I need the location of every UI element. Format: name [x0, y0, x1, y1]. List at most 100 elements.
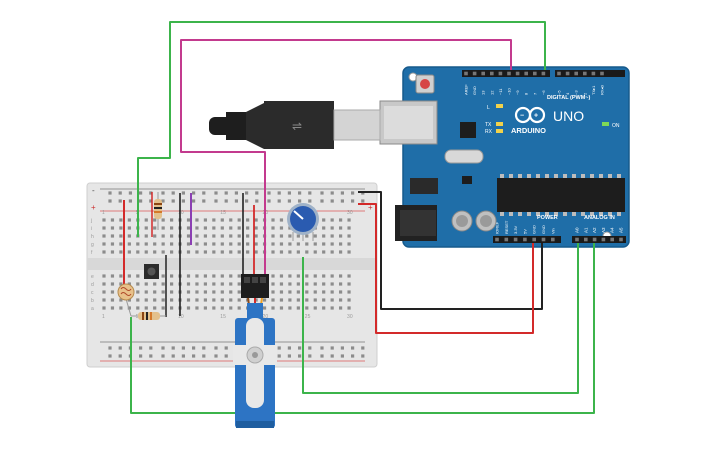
analog-pin-label: A2	[592, 227, 597, 233]
breadboard-hole	[322, 234, 326, 238]
breadboard-hole	[305, 290, 309, 294]
wire-green-top	[137, 21, 546, 237]
breadboard-hole	[170, 282, 174, 286]
rail-hole	[245, 199, 249, 203]
breadboard-hole	[110, 290, 115, 294]
breadboard-hole	[279, 290, 284, 294]
breadboard-hole	[254, 250, 258, 254]
breadboard-hole	[186, 274, 191, 278]
breadboard-hole	[339, 298, 343, 302]
analog-header-label: ANALOG IN	[584, 215, 615, 221]
breadboard-hole	[313, 306, 317, 310]
wire-magenta	[180, 39, 512, 277]
breadboard-hole	[271, 226, 275, 230]
breadboard-hole	[203, 226, 207, 230]
digital-pin-label: ~10	[507, 87, 512, 95]
breadboard-hole	[288, 242, 292, 246]
breadboard-hole	[347, 242, 351, 246]
breadboard-hole	[127, 218, 131, 222]
rail-hole	[234, 191, 238, 195]
breadboard-hole	[153, 242, 157, 246]
breadboard-hole	[110, 218, 115, 222]
breadboard-hole	[229, 290, 233, 294]
power-pin	[523, 237, 527, 242]
breadboard-hole	[212, 290, 216, 294]
rail-hole	[118, 191, 122, 195]
rail-hole	[202, 354, 206, 358]
breadboard-hole	[339, 282, 343, 286]
breadboard-hole	[347, 282, 351, 286]
breadboard-hole	[339, 306, 343, 310]
breadboard-hole	[144, 250, 148, 254]
rail-hole	[298, 354, 302, 358]
chip-leg	[563, 212, 567, 216]
row-letter: i	[91, 226, 92, 232]
breadboard-hole	[170, 218, 174, 222]
breadboard-hole	[237, 242, 241, 246]
breadboard-hole	[271, 218, 275, 222]
rail-hole	[118, 354, 122, 358]
digital-pin	[490, 71, 494, 76]
breadboard-hole	[330, 226, 334, 230]
power-pin	[551, 237, 555, 242]
rail-hole	[308, 191, 312, 195]
breadboard-hole	[144, 290, 148, 294]
breadboard-hole	[110, 306, 115, 310]
breadboard-hole	[195, 298, 199, 302]
breadboard-hole	[322, 218, 326, 222]
breadboard-hole	[296, 282, 300, 286]
breadboard-hole	[229, 250, 233, 254]
breadboard-hole	[296, 234, 300, 238]
rail-hole	[320, 346, 324, 350]
rail-hole	[351, 354, 355, 358]
rail-hole	[287, 191, 291, 195]
wire-red-5v	[358, 203, 534, 334]
breadboard-hole	[170, 226, 174, 230]
power-pin-label: GND	[532, 225, 537, 234]
breadboard-hole	[153, 290, 157, 294]
digital-pin-label: ~11	[498, 88, 503, 95]
breadboard-hole	[296, 298, 300, 302]
rail-hole	[320, 191, 324, 195]
breadboard-hole	[296, 306, 300, 310]
column-number: 30	[347, 210, 353, 216]
analog-pin	[584, 237, 588, 242]
breadboard-hole	[322, 226, 326, 230]
rail-hole	[298, 191, 302, 195]
breadboard-hole	[102, 250, 106, 254]
column-number: 10	[178, 314, 184, 320]
rail-hole	[202, 346, 206, 350]
row-letter: b	[91, 298, 94, 304]
breadboard-hole	[153, 298, 157, 302]
digital-pin-label: ~3	[574, 90, 579, 95]
breadboard-hole	[102, 306, 106, 310]
rail-hole	[214, 191, 218, 195]
rail-minus-label: -	[92, 186, 95, 195]
arduino-uno-board: L TX RX ON − + ARDUINO UNO DIGITAL (PWM~…	[379, 66, 630, 248]
breadboard-hole	[212, 250, 216, 254]
rail-hole	[171, 199, 175, 203]
breadboard-hole	[271, 298, 275, 302]
breadboard-hole	[330, 306, 334, 310]
breadboard-hole	[313, 282, 317, 286]
breadboard-hole	[237, 282, 241, 286]
breadboard-hole	[229, 226, 233, 230]
breadboard-hole	[127, 306, 131, 310]
breadboard-hole	[279, 298, 284, 302]
breadboard-hole	[110, 274, 115, 278]
rail-hole	[320, 199, 324, 203]
analog-pin-label: A4	[610, 227, 615, 233]
rail-hole	[171, 354, 175, 358]
digital-pin	[591, 71, 596, 76]
breadboard-hole	[220, 298, 224, 302]
breadboard-hole	[102, 282, 106, 286]
breadboard-hole	[161, 218, 165, 222]
breadboard-hole	[127, 234, 131, 238]
rail-hole	[277, 199, 281, 203]
breadboard-hole	[305, 274, 309, 278]
power-header-label: POWER	[537, 215, 558, 221]
breadboard-hole	[347, 274, 351, 278]
breadboard-hole	[322, 250, 326, 254]
breadboard-hole	[119, 250, 123, 254]
breadboard-hole	[254, 298, 258, 302]
